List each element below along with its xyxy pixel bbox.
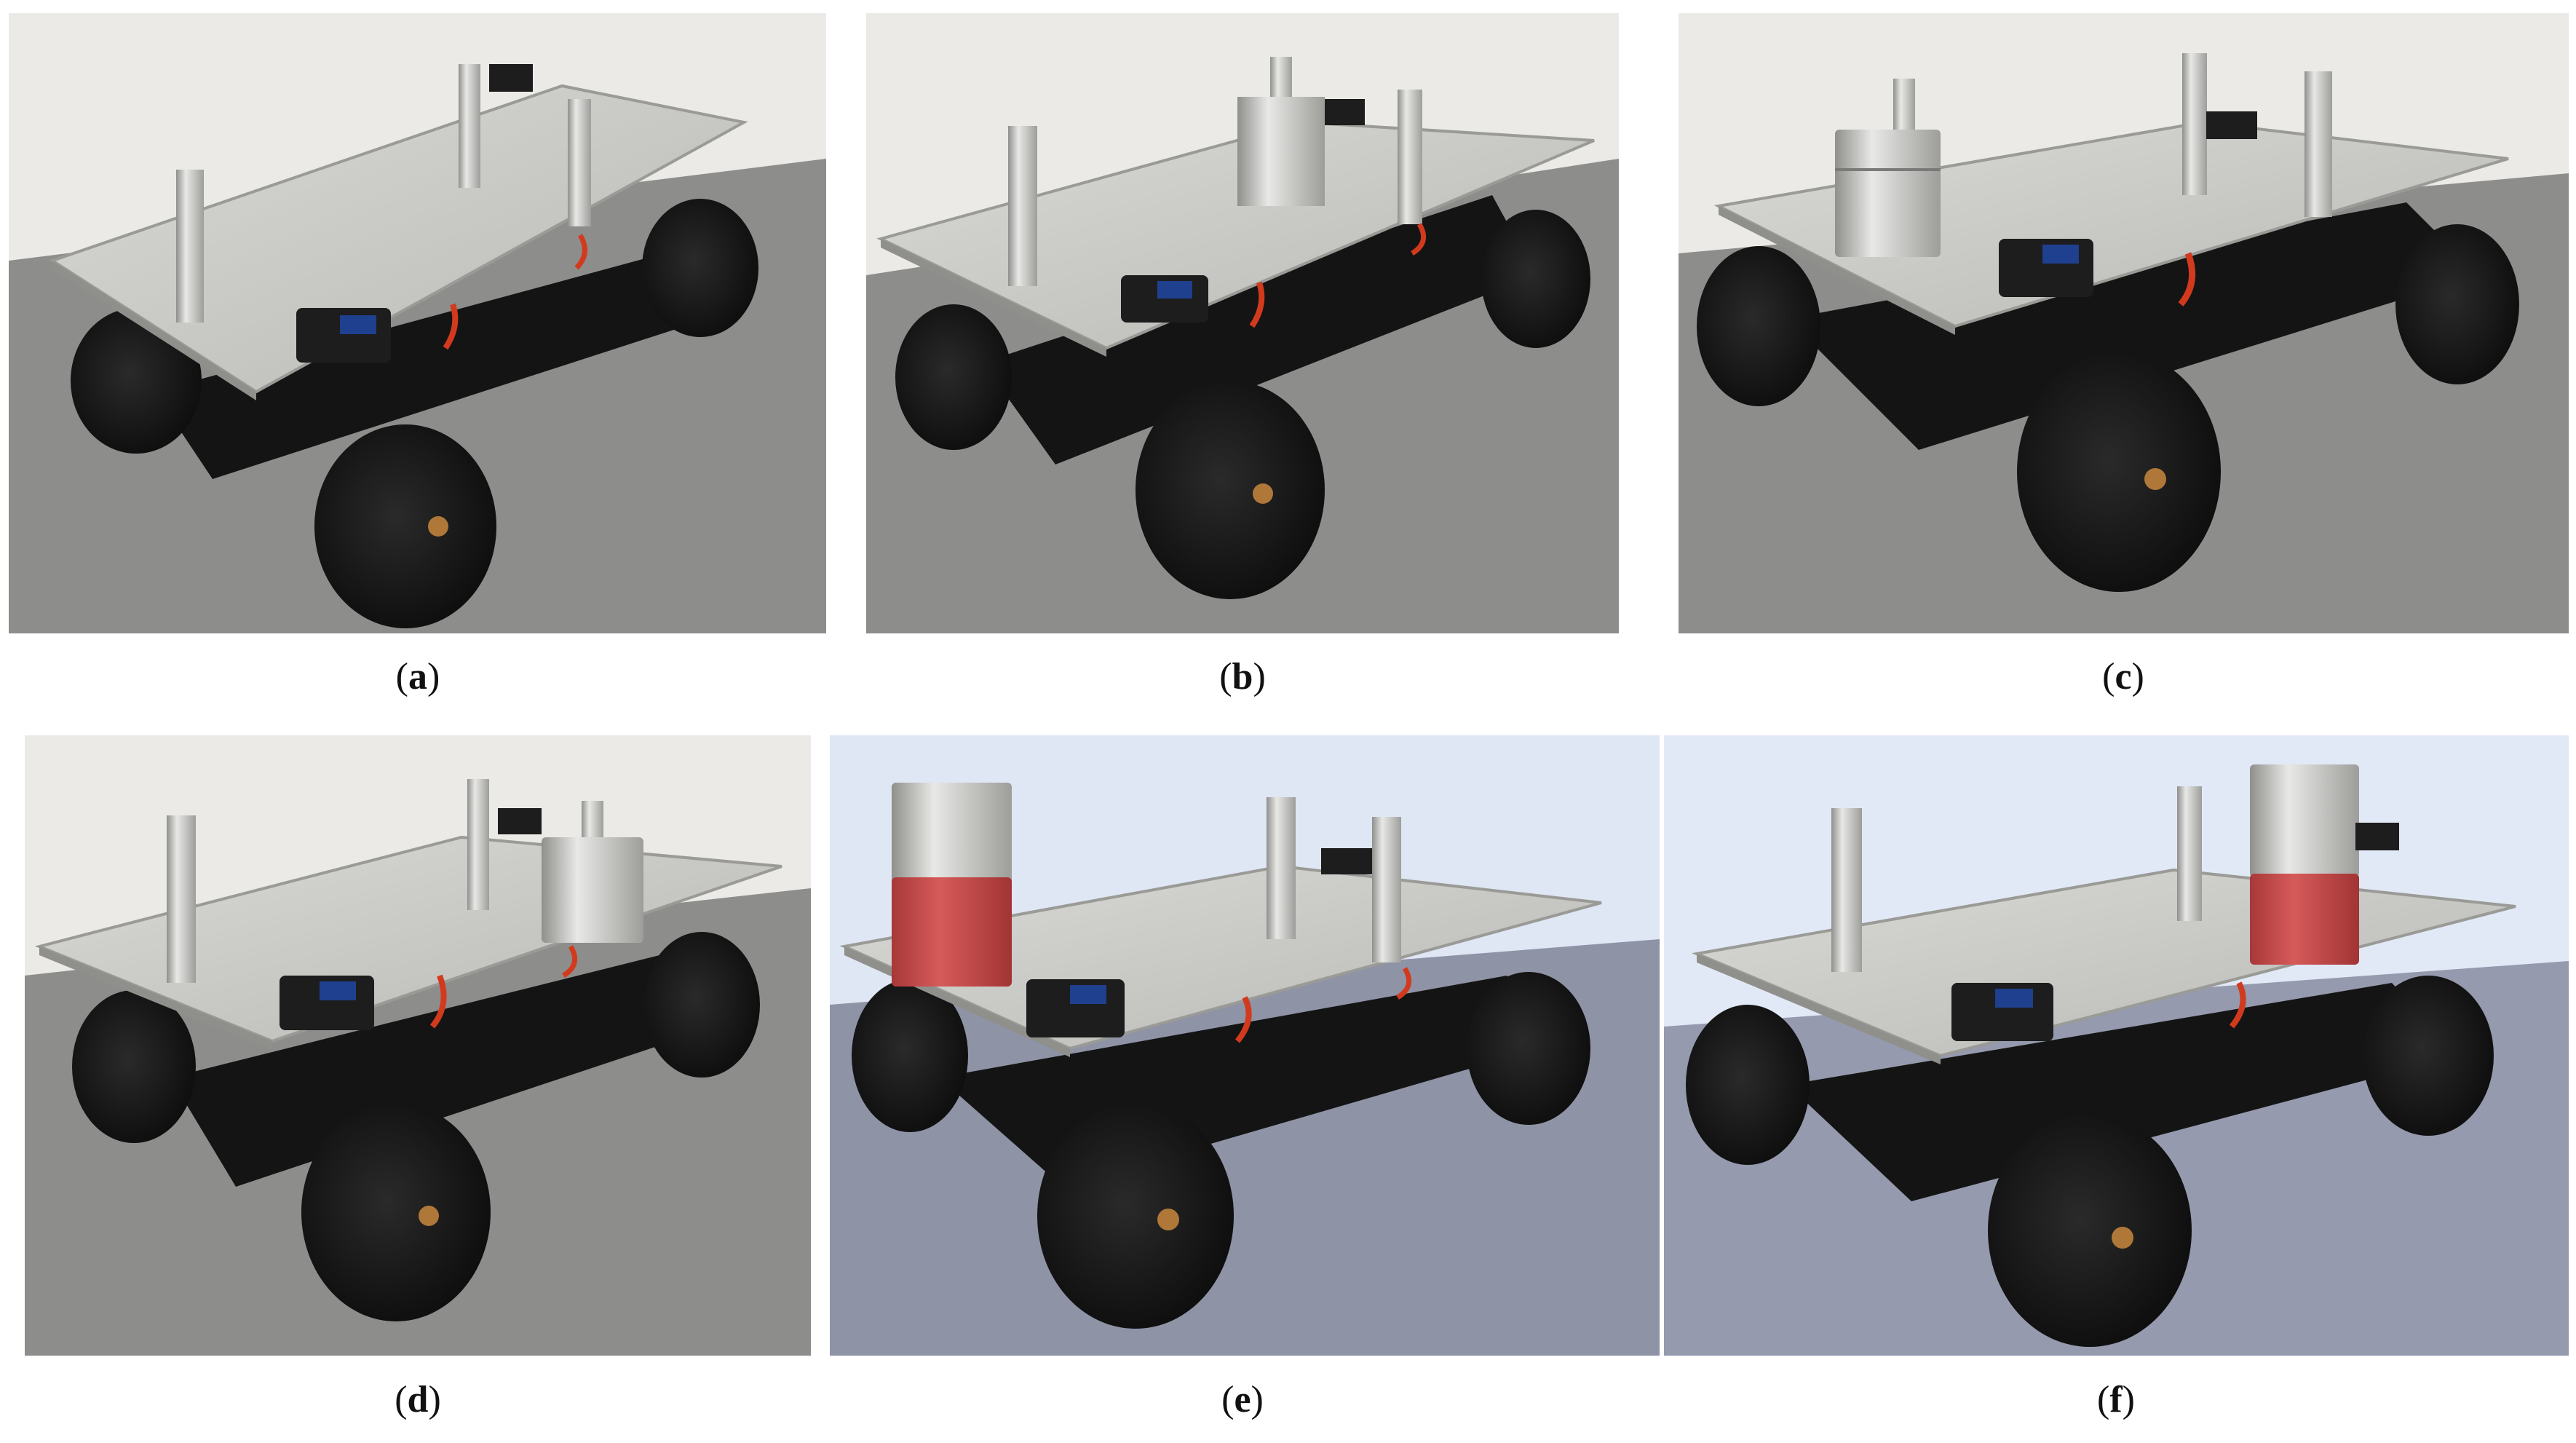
photo-panel-d [25, 735, 811, 1356]
caption-d: (d) [395, 1379, 441, 1420]
robot-photo-f [1664, 735, 2569, 1356]
caption-b-label: b [1232, 656, 1253, 697]
photo-panel-a [9, 13, 826, 633]
caption-f: (f) [2097, 1379, 2135, 1420]
caption-c: (c) [2102, 656, 2144, 697]
caption-a-label: a [408, 656, 427, 697]
robot-photo-c [1679, 13, 2569, 633]
robot-photo-d [25, 735, 811, 1356]
photo-panel-b [866, 13, 1619, 633]
caption-e: (e) [1221, 1379, 1264, 1420]
robot-photo-e [830, 735, 1660, 1356]
caption-c-label: c [2115, 656, 2132, 697]
caption-b: (b) [1219, 656, 1266, 697]
photo-panel-e [830, 735, 1660, 1356]
photo-panel-c [1679, 13, 2569, 633]
photo-panel-f [1664, 735, 2569, 1356]
robot-photo-a [9, 13, 826, 633]
caption-f-label: f [2109, 1379, 2123, 1420]
caption-e-label: e [1234, 1379, 1251, 1420]
caption-d-label: d [407, 1379, 429, 1420]
robot-photo-b [866, 13, 1619, 633]
caption-a: (a) [395, 656, 440, 697]
